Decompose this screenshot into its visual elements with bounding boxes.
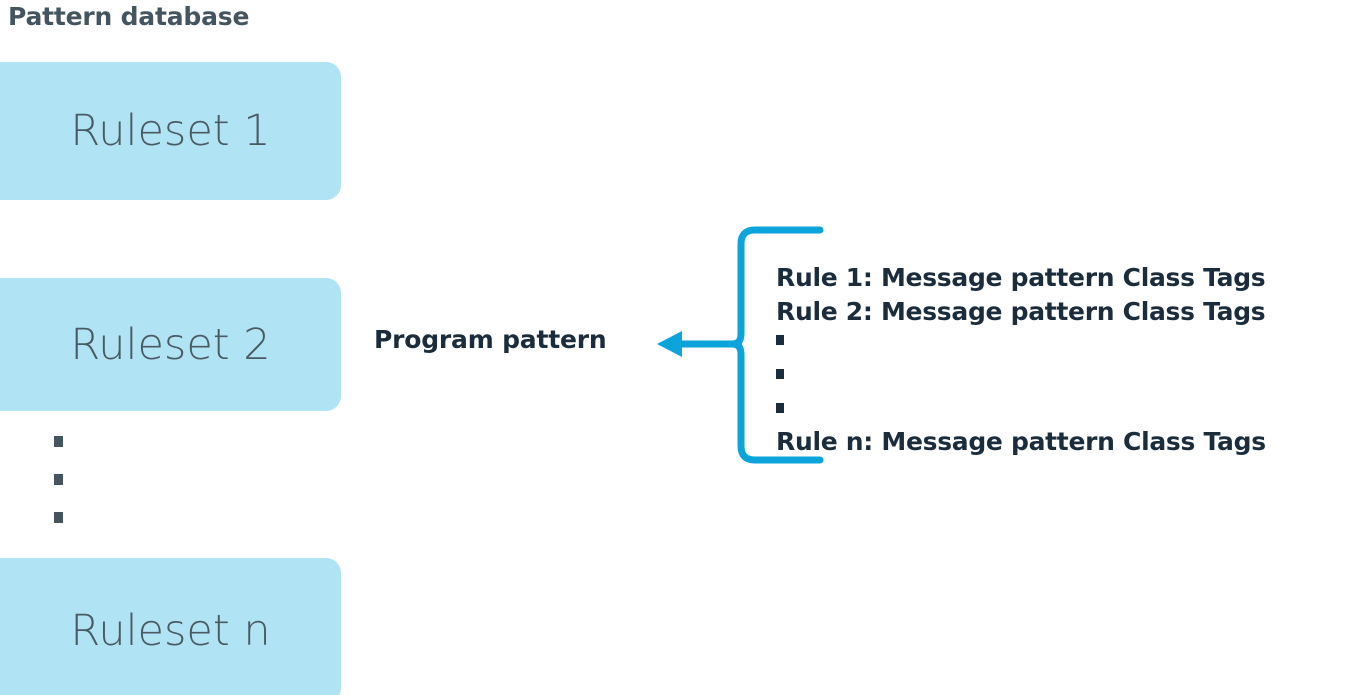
ruleset-box-2[interactable]: Ruleset 2 bbox=[0, 278, 341, 411]
arrow-head-icon bbox=[657, 331, 682, 357]
ruleset-label-2: Ruleset 2 bbox=[70, 319, 271, 370]
ruleset-ellipsis bbox=[54, 436, 74, 550]
ellipsis-dot bbox=[776, 369, 784, 379]
ellipsis-dot bbox=[776, 403, 784, 413]
ruleset-box-n[interactable]: Ruleset n bbox=[0, 558, 341, 695]
connector-arrow-brace bbox=[657, 226, 824, 464]
ellipsis-dot bbox=[54, 512, 63, 523]
ellipsis-dot bbox=[54, 474, 63, 485]
rules-ellipsis bbox=[776, 335, 1355, 413]
ellipsis-dot bbox=[54, 436, 63, 447]
pattern-database-title: Pattern database bbox=[8, 2, 250, 31]
ruleset-box-1[interactable]: Ruleset 1 bbox=[0, 62, 341, 200]
rule-line-last: Rule n: Message pattern Class Tags bbox=[776, 427, 1266, 456]
ruleset-label-1: Ruleset 1 bbox=[70, 106, 271, 156]
brace-icon bbox=[728, 226, 824, 464]
ruleset-label-n: Ruleset n bbox=[70, 605, 271, 656]
ellipsis-dot bbox=[776, 335, 784, 345]
rules-list: Rule 1: Message pattern Class Tags Rule … bbox=[776, 261, 1355, 459]
rule-line: Rule 2: Message pattern Class Tags bbox=[776, 297, 1266, 326]
rule-line: Rule 1: Message pattern Class Tags bbox=[776, 263, 1266, 292]
program-pattern-label: Program pattern bbox=[374, 325, 607, 354]
